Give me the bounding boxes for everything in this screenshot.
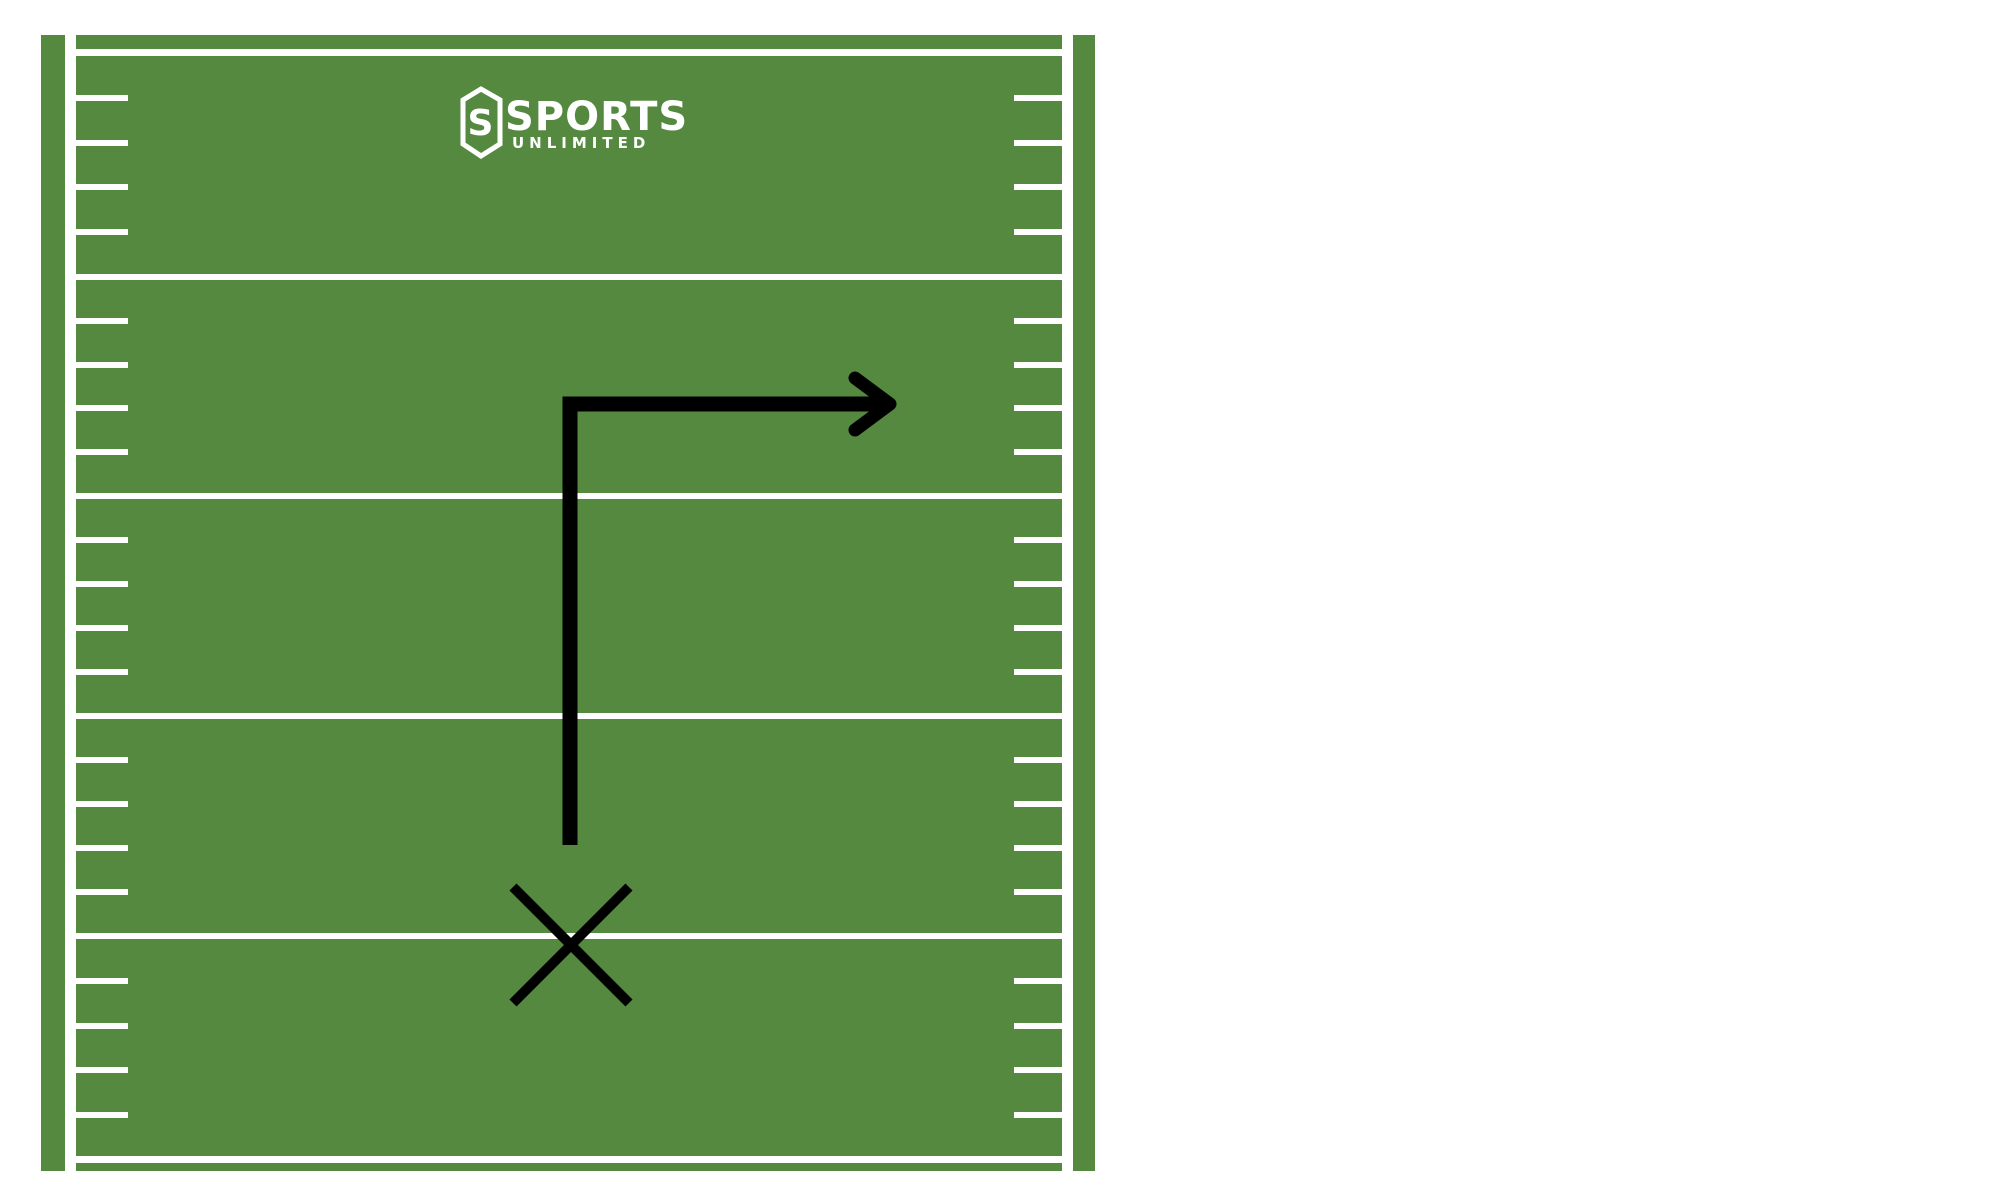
hash-mark	[1014, 537, 1062, 543]
hash-mark	[76, 449, 128, 455]
logo-badge-letter: S	[468, 103, 495, 144]
hash-mark	[1014, 229, 1062, 235]
hash-mark	[76, 978, 128, 984]
hash-mark	[76, 184, 128, 190]
hash-mark	[76, 581, 128, 587]
hash-mark	[1014, 625, 1062, 631]
hash-mark	[1014, 581, 1062, 587]
hash-mark	[1014, 801, 1062, 807]
hash-mark	[76, 1023, 128, 1029]
hash-mark	[1014, 449, 1062, 455]
hash-mark	[76, 801, 128, 807]
hash-mark	[1014, 845, 1062, 851]
hash-mark	[76, 229, 128, 235]
hash-mark	[76, 1067, 128, 1073]
hash-mark	[1014, 362, 1062, 368]
hash-mark	[1014, 95, 1062, 101]
hash-mark	[1014, 1067, 1062, 1073]
hash-mark	[76, 625, 128, 631]
hash-mark	[1014, 669, 1062, 675]
logo-subword: UNLIMITED	[512, 134, 650, 152]
hash-marks	[76, 95, 1062, 1118]
hash-mark	[1014, 757, 1062, 763]
right-sideline	[1062, 35, 1073, 1171]
shield-icon: S	[460, 86, 503, 159]
hash-mark	[1014, 140, 1062, 146]
hash-mark	[76, 537, 128, 543]
route-path	[562, 396, 890, 845]
hash-mark	[1014, 184, 1062, 190]
hash-mark	[1014, 889, 1062, 895]
hash-mark	[76, 889, 128, 895]
route-arrow	[562, 371, 897, 845]
hash-mark	[1014, 1112, 1062, 1118]
hash-mark	[76, 1112, 128, 1118]
arrowhead-icon	[848, 371, 897, 437]
player-x-marker	[509, 883, 633, 1007]
hash-mark	[76, 757, 128, 763]
hash-mark	[76, 318, 128, 324]
hash-mark	[76, 669, 128, 675]
sports-unlimited-logo: S SPORTS UNLIMITED	[460, 86, 688, 159]
hash-mark	[76, 95, 128, 101]
bottom-end-line	[76, 1156, 1062, 1163]
hash-mark	[76, 362, 128, 368]
yard-line	[76, 274, 1062, 280]
hash-mark	[76, 845, 128, 851]
left-sideline	[65, 35, 76, 1171]
hash-mark	[1014, 318, 1062, 324]
hash-mark	[1014, 405, 1062, 411]
hash-mark	[1014, 978, 1062, 984]
hash-mark	[76, 405, 128, 411]
hash-mark	[1014, 1023, 1062, 1029]
logo-word: SPORTS	[505, 94, 688, 140]
top-end-line	[76, 49, 1062, 56]
hash-mark	[76, 140, 128, 146]
